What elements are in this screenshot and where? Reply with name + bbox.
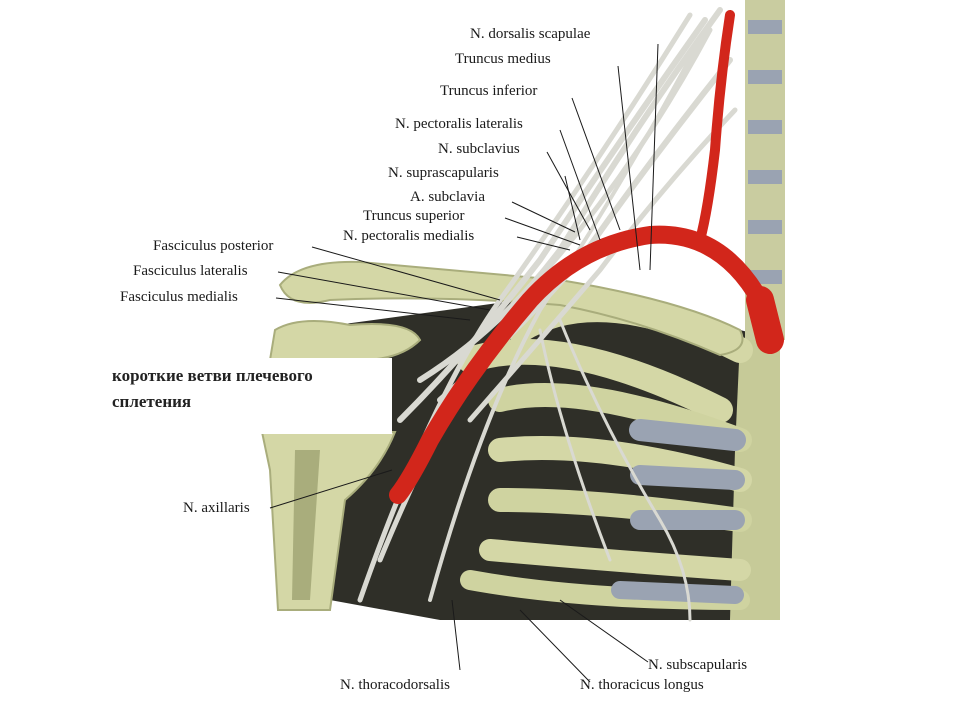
sternum — [730, 340, 780, 620]
label-thoracodorsalis: N. thoracodorsalis — [340, 677, 450, 693]
label-truncus-inferior: Truncus inferior — [440, 83, 537, 99]
clavicle — [278, 260, 744, 357]
caption-line-2: сплетения — [112, 392, 192, 411]
label-suprascapularis: N. suprascapularis — [388, 165, 499, 181]
label-fasciculus-posterior: Fasciculus posterior — [153, 238, 273, 254]
label-dorsalis-scapulae: N. dorsalis scapulae — [470, 26, 591, 42]
label-pectoralis-medialis: N. pectoralis medialis — [343, 228, 474, 244]
label-subclavius: N. subclavius — [438, 141, 520, 157]
label-a-subclavia: A. subclavia — [410, 189, 485, 205]
label-truncus-medius: Truncus medius — [455, 51, 551, 67]
label-thoracicus-longus: N. thoracicus longus — [580, 677, 704, 693]
label-fasciculus-lateralis: Fasciculus lateralis — [133, 263, 248, 279]
caption-line-1: короткие ветви плечевого — [112, 366, 313, 385]
humerus-shadow — [292, 450, 320, 600]
label-subscapularis: N. subscapularis — [648, 657, 747, 673]
label-fasciculus-medialis: Fasciculus medialis — [120, 289, 238, 305]
subclavian-artery — [389, 10, 784, 504]
label-axillaris: N. axillaris — [183, 500, 250, 516]
caption-box: короткие ветви плечевого сплетения — [112, 358, 392, 434]
label-pectoralis-lateralis: N. pectoralis lateralis — [395, 116, 523, 132]
leader-lines — [269, 43, 659, 683]
label-truncus-superior: Truncus superior — [363, 208, 465, 224]
scapula — [268, 320, 422, 361]
